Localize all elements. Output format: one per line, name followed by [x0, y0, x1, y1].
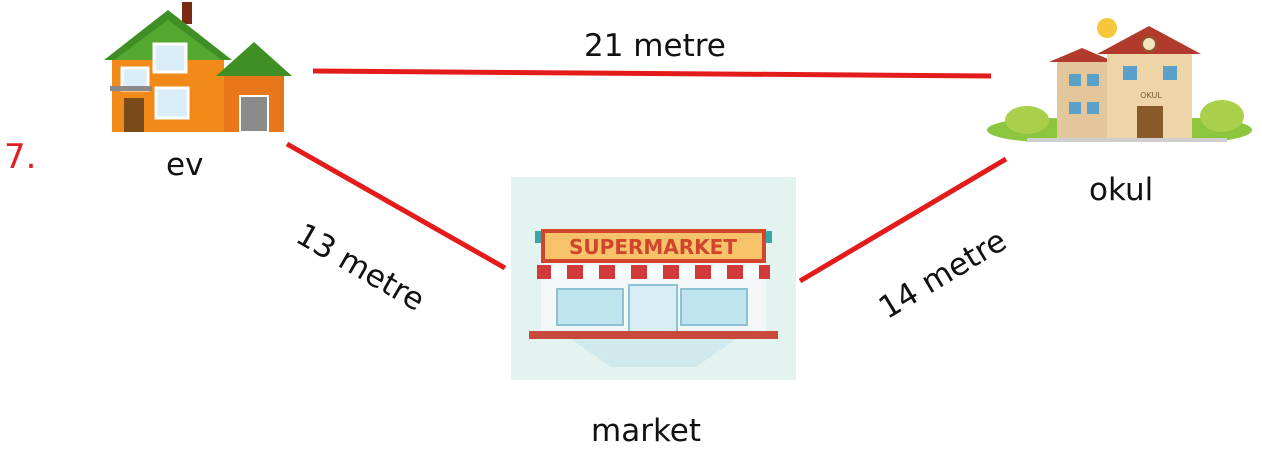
distance-home-school: 21 metre — [584, 28, 726, 64]
school-icon: OKUL — [987, 18, 1252, 142]
question-number: 7. — [4, 137, 37, 177]
house-icon — [104, 2, 292, 133]
home-label: ev — [166, 147, 204, 183]
supermarket-icon: SUPERMARKET — [511, 177, 796, 380]
supermarket-sign: SUPERMARKET — [569, 235, 737, 259]
school-sign: OKUL — [1140, 91, 1162, 100]
school-label: okul — [1089, 172, 1154, 208]
route-home-market — [285, 141, 507, 271]
market-label: market — [591, 413, 702, 449]
route-home-school — [312, 68, 992, 79]
route-market-school — [798, 156, 1008, 284]
